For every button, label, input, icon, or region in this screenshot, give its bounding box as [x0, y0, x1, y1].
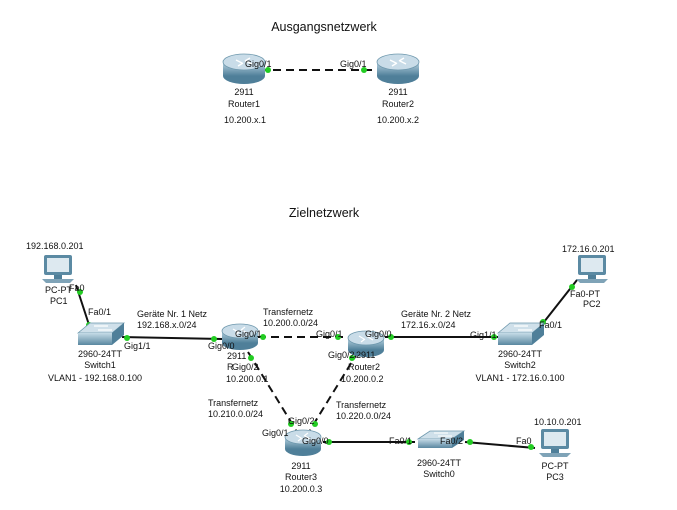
router1-port-right: Gig0/1	[235, 329, 262, 339]
transfer-top-addr: 10.200.0.0/24	[263, 318, 319, 328]
pc-icon[interactable]	[539, 429, 571, 457]
transfer-right-title: Transfernetz	[336, 400, 387, 410]
router-icon[interactable]	[221, 323, 259, 350]
net1-title: Geräte Nr. 1 Netz	[137, 309, 208, 319]
net2-title: Geräte Nr. 2 Netz	[401, 309, 472, 319]
pc2-name: PC2	[583, 299, 601, 309]
src-router2-model: 2911	[388, 87, 408, 97]
router2-port-left: Gig0/1	[316, 329, 343, 339]
pc3-model: PC-PT	[541, 461, 569, 471]
pc-icon[interactable]	[42, 255, 74, 283]
src-router2-name: Router2	[381, 99, 415, 109]
pc3-name: PC3	[546, 472, 564, 482]
switch2-model: 2960-24TT	[497, 349, 543, 359]
switch1-port-right: Gig1/1	[124, 341, 151, 351]
pc1-port: Fa0	[69, 283, 85, 293]
pc2-ip: 172.16.0.201	[562, 244, 615, 254]
title-source-network: Ausgangsnetzwerk	[271, 20, 377, 34]
router-icon[interactable]	[347, 330, 385, 357]
router1-name-partial: R	[227, 362, 234, 372]
link-router2-router3	[309, 351, 359, 431]
transfer-top-title: Transfernetz	[263, 307, 314, 317]
transfer-right-addr: 10.220.0.0/24	[336, 411, 392, 421]
router-icon[interactable]	[284, 429, 322, 456]
transfer-left-title: Transfernetz	[208, 398, 259, 408]
router1-port-bottom: Gig0/2	[232, 362, 259, 372]
port-dots	[77, 67, 575, 450]
router3-port-top-right: Gig0/2	[288, 416, 315, 426]
src-router2-ip: 10.200.x.2	[376, 115, 420, 125]
pc1-name: PC1	[50, 296, 68, 306]
switch0-model: 2960-24TT	[416, 458, 462, 468]
link-switch1-router1	[121, 336, 223, 340]
pc1-model: PC-PT	[45, 285, 72, 295]
router1-port-left: Gig0/0	[208, 341, 235, 351]
switch-icon[interactable]	[496, 322, 546, 345]
router3-model: 2911	[291, 461, 311, 471]
switch1-vlan: VLAN1 - 192.168.0.100	[47, 373, 143, 383]
src-router1-model: 2911	[234, 87, 254, 97]
switch1-port-top: Fa0/1	[88, 307, 112, 317]
switch-icon[interactable]	[416, 430, 466, 448]
src-router1-port: Gig0/1	[245, 59, 272, 69]
transfer-left-addr: 10.210.0.0/24	[208, 409, 264, 419]
router2-ip: 10.200.0.2	[341, 374, 384, 384]
src-router2-port: Gig0/1	[340, 59, 367, 69]
router2-port-right: Gig0/0	[365, 329, 392, 339]
router2-port-bottom: Gig0/2	[328, 350, 355, 360]
switch0-port-left: Fa0/1	[389, 436, 413, 446]
switch-icon[interactable]	[76, 322, 126, 345]
net1-addr: 192.168.x.0/24	[137, 320, 197, 330]
pc2-model: Fa0-PT	[570, 289, 601, 299]
router-icon[interactable]	[376, 53, 420, 84]
router-icon[interactable]	[222, 53, 266, 84]
router3-port-right: Gig0/0	[302, 436, 329, 446]
title-target-network: Zielnetzwerk	[288, 206, 360, 220]
router3-name: Router3	[284, 472, 318, 482]
switch2-name: Switch2	[504, 360, 536, 370]
src-router1-name: Router1	[227, 99, 261, 109]
link-switch0-pc3	[464, 441, 536, 449]
pc3-ip: 10.10.0.201	[534, 417, 582, 427]
switch1-name: Switch1	[84, 360, 116, 370]
links	[75, 69, 578, 449]
router2-model: 2911	[356, 350, 376, 360]
router3-ip: 10.200.0.3	[279, 484, 323, 494]
router1-model: 2911	[227, 351, 247, 361]
router2-name: Router2	[348, 362, 381, 372]
net2-addr: 172.16.x.0/24	[401, 320, 456, 330]
switch1-model: 2960-24TT	[77, 349, 123, 359]
pc3-port: Fa0	[516, 436, 532, 446]
link-router1-router3	[247, 351, 297, 431]
switch2-port-left: Gig1/1	[470, 330, 497, 340]
switch0-port-right: Fa0/2	[440, 436, 464, 446]
pc-icon[interactable]	[576, 255, 608, 283]
router3-port-top-left: Gig0/1	[262, 428, 289, 438]
switch0-name: Switch0	[423, 469, 455, 479]
pc2-port: Fa0/1	[539, 320, 563, 330]
router1-ip: 10.200.0.1	[226, 374, 269, 384]
pc1-ip: 192.168.0.201	[26, 241, 84, 251]
src-router1-ip: 10.200.x.1	[223, 115, 267, 125]
switch2-vlan: VLAN1 - 172.16.0.100	[475, 373, 565, 383]
